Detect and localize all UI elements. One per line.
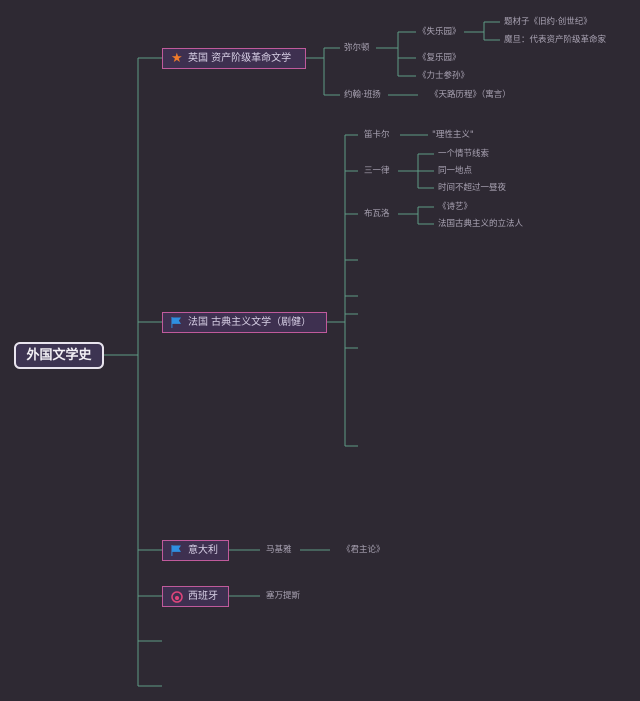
node-descartes[interactable]: 笛卡尔 — [364, 130, 390, 140]
branch-label: 法国 古典主义文学（剧健） — [188, 316, 312, 328]
node-poetic-art[interactable]: 《诗艺》 — [438, 202, 473, 212]
branch-label: 英国 资产阶级革命文学 — [188, 52, 292, 64]
node-milton[interactable]: 弥尔顿 — [344, 43, 370, 53]
node-unity-time[interactable]: 时间不超过一昼夜 — [438, 183, 507, 193]
node-meaning[interactable]: 魔旦：代表资产阶级革命家 — [504, 35, 607, 45]
node-samson[interactable]: 《力士参孙》 — [418, 71, 470, 81]
blue-flag-icon — [171, 316, 183, 329]
node-pilgrim[interactable]: 《天路历程》（寓言） — [430, 90, 511, 100]
branch-french-classicism[interactable]: 法国 古典主义文学（剧健） — [162, 312, 327, 333]
node-paradise-lost[interactable]: 《失乐园》 — [418, 27, 461, 37]
node-three-unities[interactable]: 三一律 — [364, 166, 390, 176]
branch-label: 意大利 — [188, 544, 218, 556]
node-bunyan[interactable]: 约翰·班扬 — [344, 90, 381, 100]
node-rationalism[interactable]: "理性主义" — [432, 130, 474, 140]
node-boileau[interactable]: 布瓦洛 — [364, 209, 390, 219]
pink-circle-icon — [171, 590, 183, 603]
node-decameron[interactable]: 《君主论》 — [342, 545, 385, 555]
star-icon: ★ — [171, 50, 183, 66]
node-paradise-regained[interactable]: 《复乐园》 — [418, 53, 461, 63]
node-legislator[interactable]: 法国古典主义的立法人 — [438, 219, 524, 229]
branch-english-revolution[interactable]: ★ 英国 资产阶级革命文学 — [162, 48, 306, 69]
node-unity-place[interactable]: 同一地点 — [438, 166, 473, 176]
blue-flag-icon — [171, 544, 183, 557]
root-node[interactable]: 外国文学史 — [14, 342, 104, 369]
branch-spain[interactable]: 西班牙 — [162, 586, 229, 607]
node-theme[interactable]: 题材子《旧约·创世纪》 — [504, 17, 592, 27]
node-cervantes[interactable]: 塞万提斯 — [266, 591, 301, 601]
branch-italy[interactable]: 意大利 — [162, 540, 229, 561]
node-boccaccio[interactable]: 马基雅 — [266, 545, 292, 555]
node-unity-plot[interactable]: 一个情节线索 — [438, 149, 490, 159]
branch-label: 西班牙 — [188, 590, 218, 602]
